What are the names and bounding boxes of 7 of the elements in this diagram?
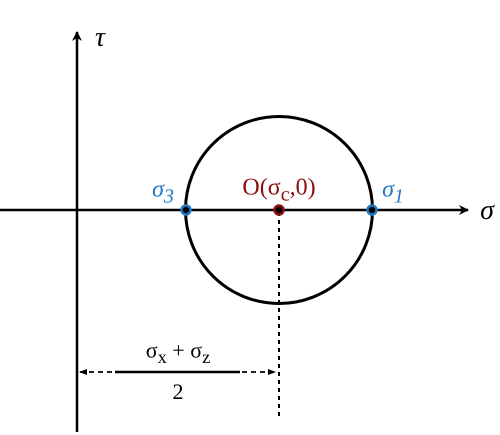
axis-label: τ <box>94 24 106 52</box>
point-label: O(σ$_{c}$,0) <box>242 176 316 204</box>
axis-label: σ <box>480 197 494 225</box>
point-label: σ$_{1}$ <box>382 178 404 206</box>
point-label: σ$_{3}$ <box>152 178 174 206</box>
formula-numerator: σ$_{x}$ + σ$_{z}$ <box>146 340 210 366</box>
formula-denominator: 2 <box>172 381 184 403</box>
